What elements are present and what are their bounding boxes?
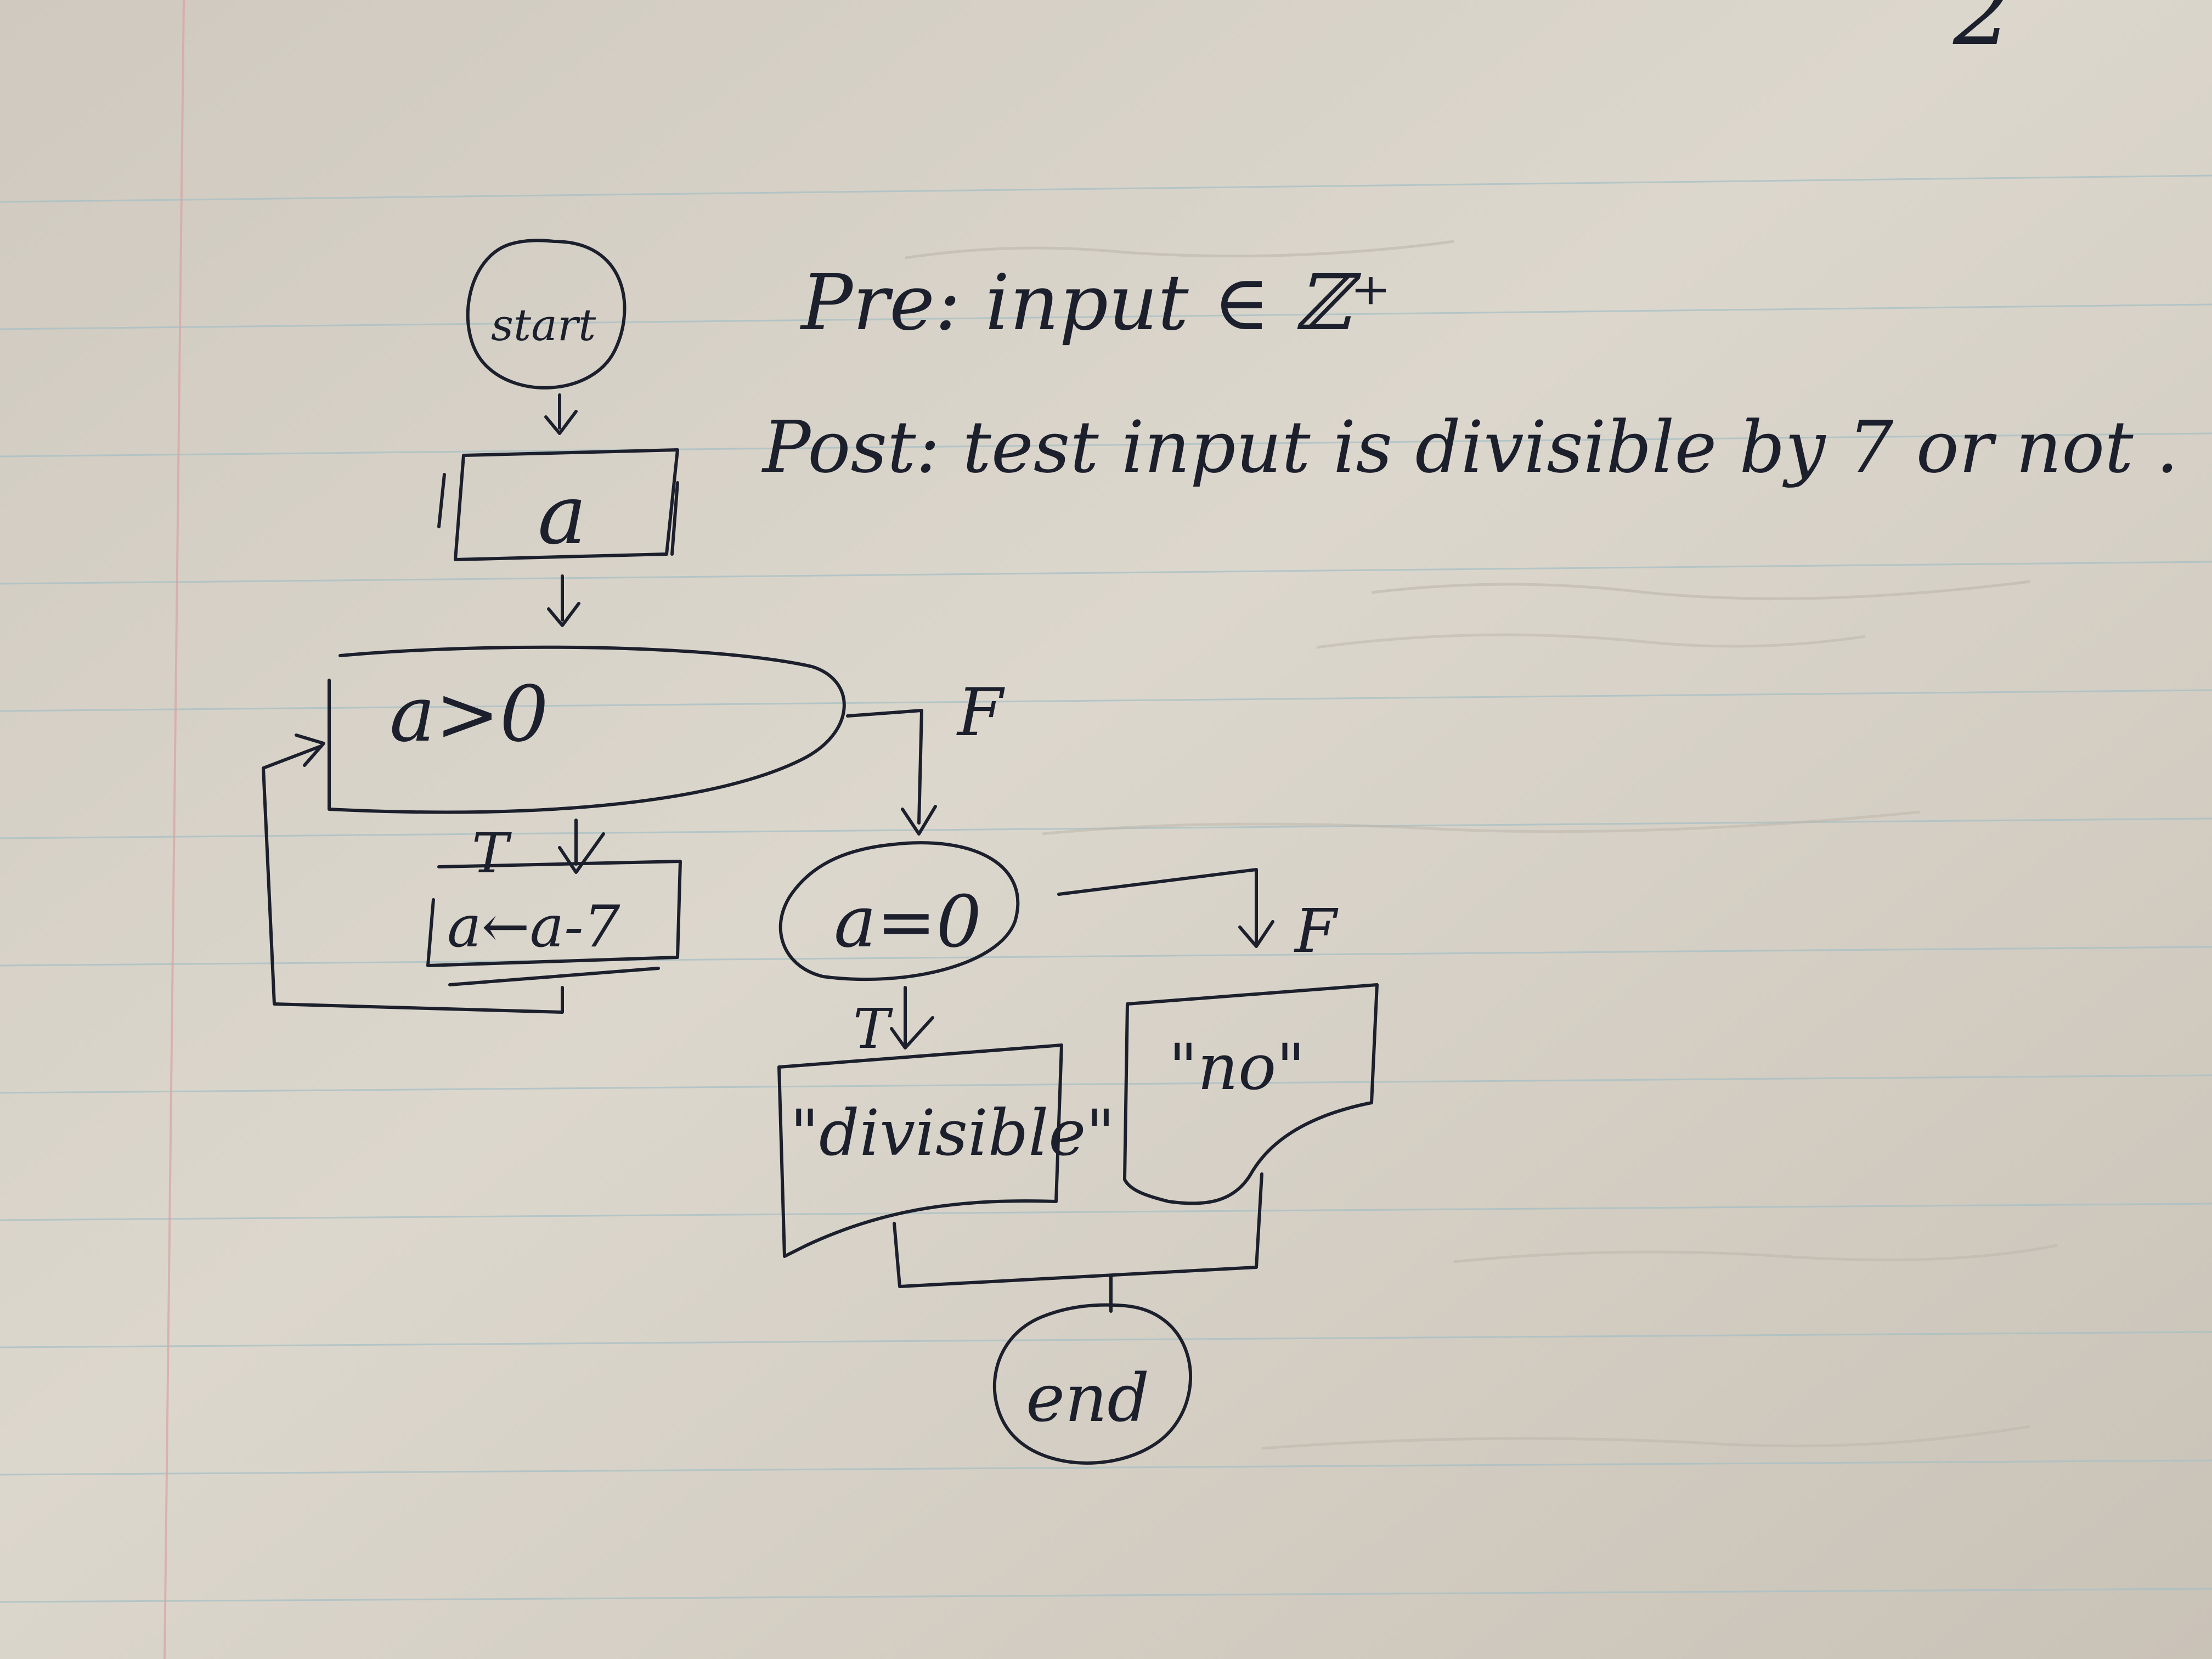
start-label: start [491, 300, 596, 351]
loop-false-label: F [956, 675, 1005, 751]
arrow-check-true [890, 986, 934, 1049]
check-true-label: T [853, 997, 893, 1061]
end-label: end [1026, 1361, 1149, 1437]
page-number: 2 [1953, 0, 2012, 66]
arrow-loop-back [262, 733, 564, 1014]
input-box [437, 448, 679, 561]
margin-line [163, 0, 185, 1659]
loop-true-label: T [472, 821, 512, 885]
loop-body-text: a←a-7 [447, 893, 620, 960]
arrow-check-false [1057, 868, 1274, 948]
start-terminal [466, 239, 627, 390]
end-terminal [992, 1303, 1192, 1465]
arrow-input-to-loop [547, 574, 580, 627]
postcondition-text: Post: test input is divisible by 7 or no… [761, 405, 2179, 489]
check-decision [778, 841, 1020, 981]
check-false-label: F [1294, 896, 1339, 966]
input-variable: a [538, 467, 586, 563]
bleed-through [905, 240, 2058, 1450]
output-divisible-text: "divisible" [790, 1097, 1115, 1170]
output-no-text: "no" [1169, 1031, 1305, 1104]
check-condition: a=0 [834, 880, 981, 963]
arrow-loop-true [558, 819, 605, 874]
arrow-loop-false [846, 709, 937, 836]
precondition-text: Pre: input ∈ ℤ⁺ [799, 258, 1391, 348]
loop-decision [328, 645, 846, 814]
loop-body-box [426, 860, 682, 986]
output-no-box [1123, 983, 1379, 1205]
ruled-lines [0, 174, 2212, 1603]
arrow-start-to-input [544, 393, 578, 435]
output-divisible-box [777, 1043, 1063, 1258]
loop-condition: a>0 [390, 670, 549, 759]
